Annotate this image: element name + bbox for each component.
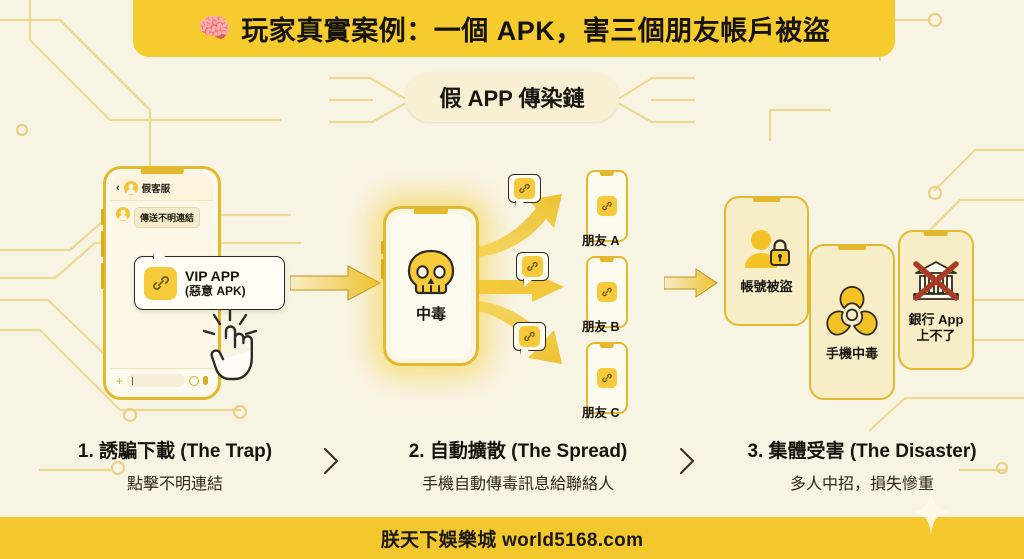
phone-side-button [381, 241, 384, 254]
back-chevron-icon[interactable]: ‹ [116, 182, 120, 194]
phone-screen: 手機中毒 [815, 250, 889, 394]
malicious-app-callout[interactable]: VIP APP (惡意 APK) [134, 256, 285, 310]
chat-body: 傳送不明連結 [111, 201, 213, 368]
chat-message: 傳送不明連結 [116, 207, 208, 228]
friend-c-label: 朋友 C [582, 406, 620, 420]
footer-text: 朕天下娛樂城 world5168.com [380, 529, 644, 551]
friend-phone-a [586, 170, 628, 242]
spread-bubble-a [508, 174, 541, 203]
phone-notch [140, 169, 184, 178]
chevron-right-icon [323, 447, 339, 475]
subtitle-row: 假 APP 傳染鏈 [0, 72, 1024, 122]
text-caret [132, 376, 134, 385]
add-attachment-icon[interactable]: + [116, 373, 124, 388]
phone-screen: 銀行 App 上不了 [904, 236, 968, 364]
phone-side-button [101, 209, 104, 225]
phone-notch [599, 258, 615, 263]
spread-bubble-c [513, 322, 546, 351]
link-icon [519, 326, 540, 347]
phone-screen: 帳號被盜 [730, 202, 803, 320]
chat-text-input[interactable] [127, 374, 185, 387]
friend-a-label: 朋友 A [582, 234, 620, 248]
chat-message-bubble: 傳送不明連結 [134, 207, 201, 228]
link-icon [597, 196, 617, 216]
infected-phone: 中毒 [381, 206, 479, 366]
callout-text: VIP APP (惡意 APK) [185, 268, 246, 299]
arrow-trap-to-spread [290, 265, 382, 301]
chat-header: ‹ 假客服 [111, 174, 213, 201]
friend-phone-b [586, 256, 628, 328]
friend-phone-c [586, 342, 628, 414]
phone-infected-phone: 手機中毒 [809, 244, 895, 400]
chat-contact-name: 假客服 [141, 184, 171, 195]
subtitle-pill: 假 APP 傳染鏈 [405, 72, 619, 122]
subtitle-label: 假 APP 傳染鏈 [439, 86, 585, 111]
link-icon [597, 282, 617, 302]
callout-app-note: (惡意 APK) [185, 284, 246, 299]
caption-disaster-title: 3. 集體受害 (The Disaster) [747, 441, 977, 462]
brain-emoji-icon: 🧠 [197, 13, 232, 43]
caption-disaster: 3. 集體受害 (The Disaster) 多人中招，損失慘重 [712, 436, 1012, 494]
phone-screen: 中毒 [391, 214, 471, 358]
caption-trap-title: 1. 誘騙下載 (The Trap) [77, 441, 273, 462]
account-stolen-label: 帳號被盜 [740, 278, 793, 294]
title-banner: 🧠 玩家真實案例：一個 APK，害三個朋友帳戶被盜 [133, 0, 895, 57]
phone-volume-button [101, 231, 104, 257]
phone-notch [838, 246, 866, 253]
bank-blocked-icon [913, 260, 959, 301]
tap-hand-icon [203, 310, 258, 381]
caption-trap-subtitle: 點擊不明連結 [126, 476, 223, 493]
phone-notch [752, 198, 781, 205]
caption-trap: 1. 誘騙下載 (The Trap) 點擊不明連結 [20, 436, 330, 494]
arrow-spread-to-friend-a [472, 194, 562, 257]
phone-infected-label: 手機中毒 [825, 345, 878, 361]
bank-app-blocked-phone: 銀行 App 上不了 [898, 230, 974, 370]
avatar [116, 207, 130, 221]
phone-notch [599, 344, 615, 349]
caption-spread-title: 2. 自動擴散 (The Spread) [408, 441, 628, 462]
stage-captions: 1. 誘騙下載 (The Trap) 點擊不明連結 2. 自動擴散 (The S… [0, 428, 1024, 506]
avatar [123, 181, 138, 195]
emoji-icon[interactable] [189, 375, 199, 386]
microphone-icon[interactable] [203, 376, 208, 385]
phone-screen [591, 347, 623, 409]
callout-app-name: VIP APP [185, 267, 240, 284]
link-icon [514, 178, 535, 199]
phone-notch [599, 172, 615, 177]
skull-icon [407, 249, 455, 295]
phone-volume-button [101, 263, 104, 289]
caption-spread: 2. 自動擴散 (The Spread) 手機自動傳毒訊息給聯絡人 [358, 436, 678, 494]
biohazard-icon [826, 285, 878, 336]
bank-label-line1: 銀行 App [908, 311, 964, 327]
bank-app-blocked-label: 銀行 App 上不了 [909, 312, 964, 344]
spread-bubble-b [516, 252, 549, 281]
caption-disaster-subtitle: 多人中招，損失慘重 [789, 476, 934, 493]
phone-volume-button [381, 259, 384, 279]
phone-notch [413, 209, 449, 218]
chat-input-bar[interactable]: + [111, 368, 213, 392]
phone-notch [923, 232, 949, 239]
account-locked-icon [744, 229, 790, 268]
account-stolen-phone: 帳號被盜 [724, 196, 809, 326]
page-title: 玩家真實案例：一個 APK，害三個朋友帳戶被盜 [241, 16, 831, 46]
link-icon [522, 256, 543, 277]
bank-label-line2: 上不了 [916, 327, 956, 343]
friend-b-label: 朋友 B [582, 320, 620, 334]
sparkle-icon [911, 489, 951, 535]
footer-bar: 朕天下娛樂城 world5168.com [0, 517, 1024, 559]
arrow-spread-to-disaster [664, 268, 718, 298]
chevron-right-icon [679, 447, 695, 475]
caption-spread-subtitle: 手機自動傳毒訊息給聯絡人 [421, 476, 614, 493]
phone-screen [591, 261, 623, 323]
infected-label: 中毒 [415, 306, 446, 323]
phone-screen [591, 175, 623, 237]
link-icon [144, 266, 177, 300]
link-icon [597, 368, 617, 388]
